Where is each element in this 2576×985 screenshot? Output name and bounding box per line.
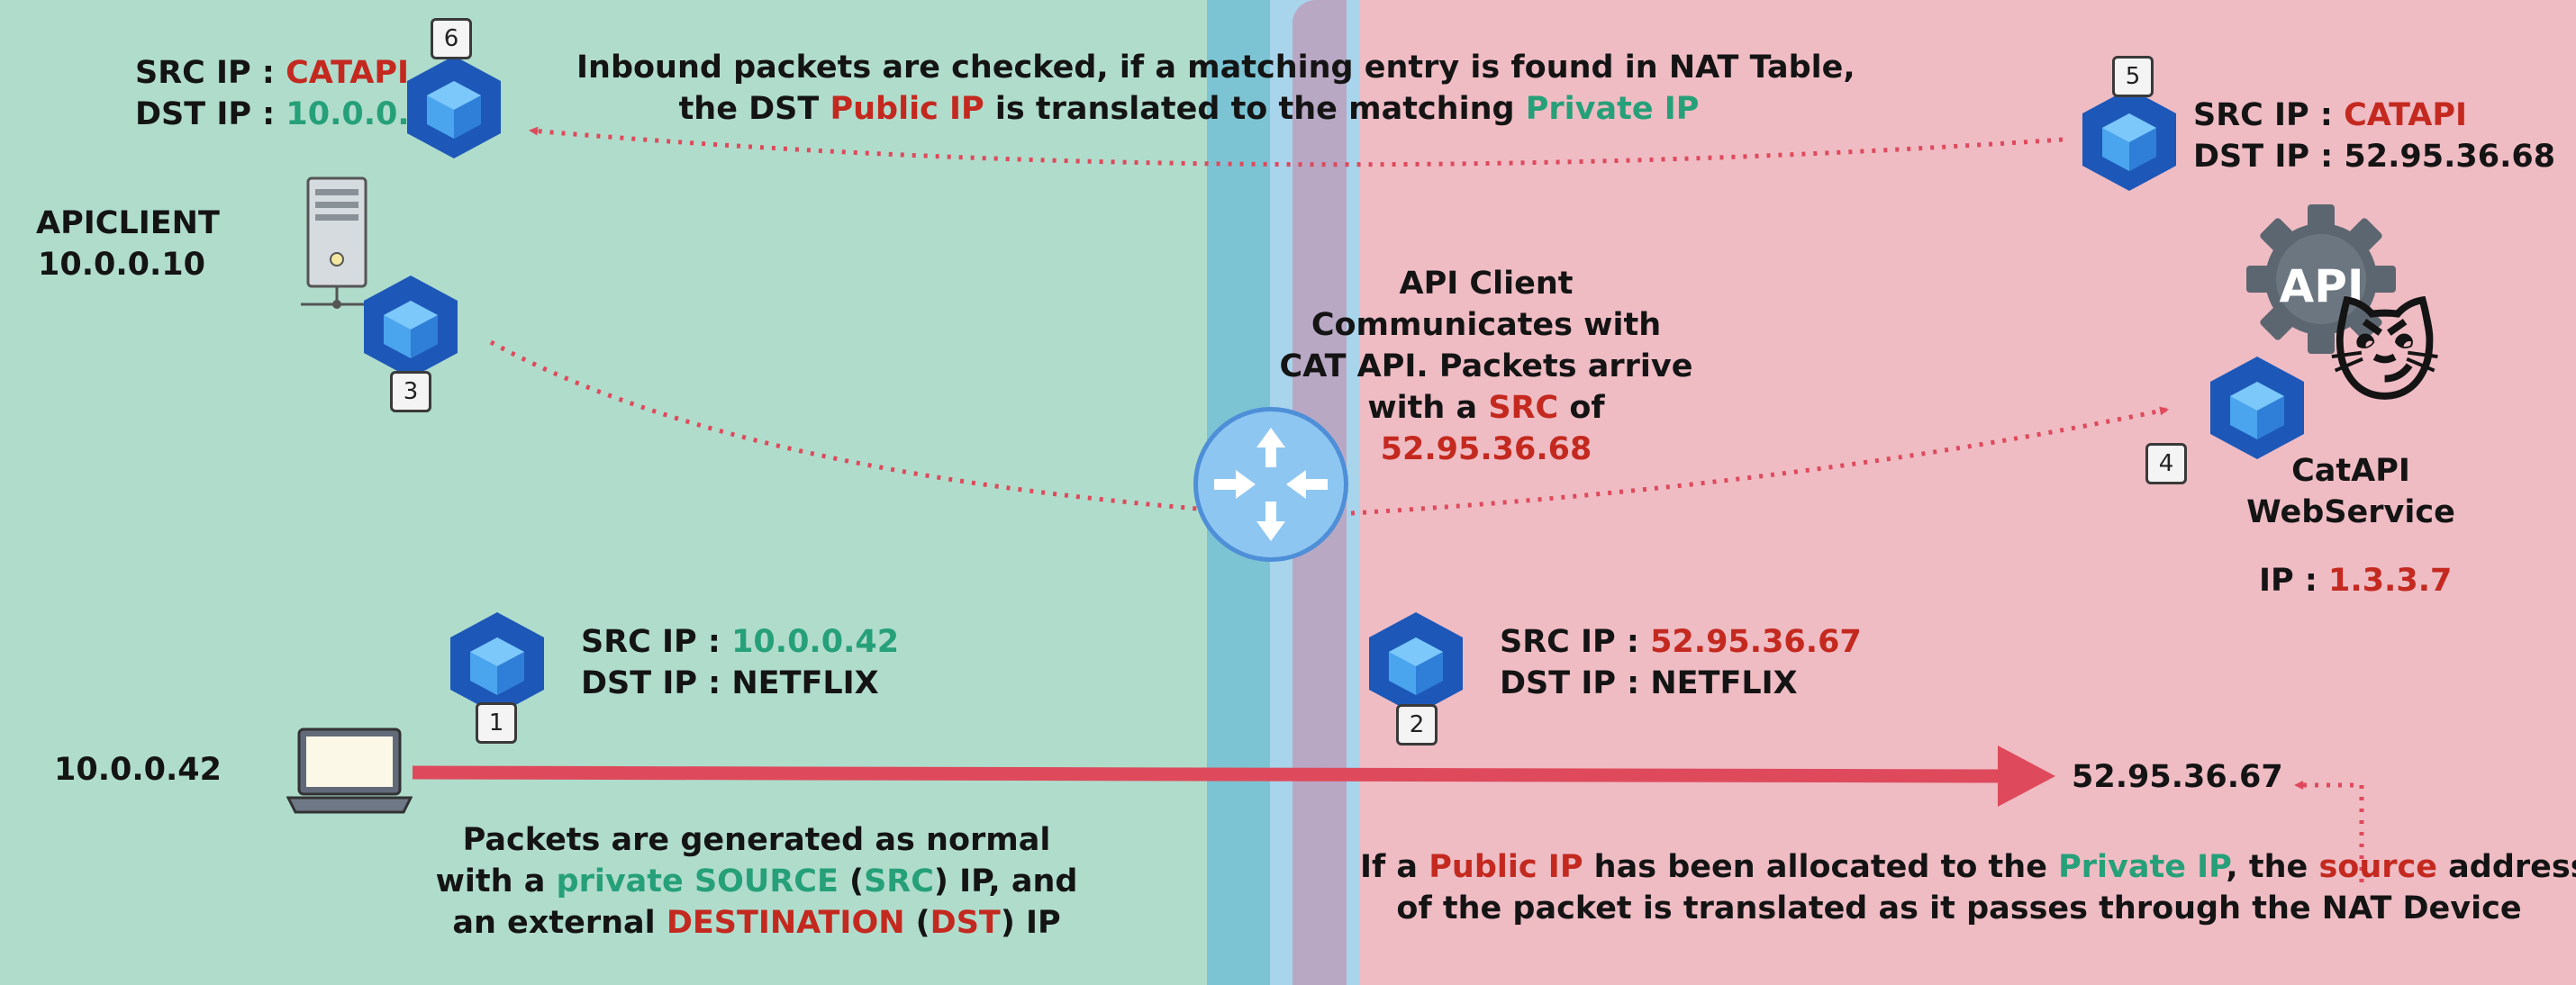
apiclient-name: APICLIENT (36, 205, 220, 241)
catapi-ip: IP : 1.3.3.7 (2259, 563, 2453, 599)
client-to-router-link (489, 339, 1199, 511)
outbound-caption: Packets are generated as normal with a p… (435, 822, 1078, 941)
packet5-badge: 5 (2112, 56, 2154, 97)
packet6-cube-icon (407, 56, 501, 158)
packet4-cube-icon (2210, 357, 2304, 459)
private-network-zone (0, 0, 1243, 985)
catapi-service-label: CatAPI WebService (2246, 453, 2455, 530)
packet1-headers: SRC IP : 10.0.0.42 DST IP : NETFLIX (581, 624, 900, 701)
packet2-headers: SRC IP : 52.95.36.67 DST IP : NETFLIX (1500, 624, 1862, 701)
inbound-title-line2: the DST Public IP is translated to the m… (678, 91, 1700, 127)
translation-note-arrow (2294, 781, 2364, 882)
packet5-cube-icon (2082, 88, 2176, 191)
packet1-badge: 1 (476, 702, 517, 744)
api-gear-icon (2246, 204, 2396, 354)
packet6-badge: 6 (431, 18, 472, 59)
api-gear-label: API (2279, 260, 2364, 312)
packet2-badge: 2 (1396, 704, 1438, 746)
api-client-description: API Client Communicates with CAT API. Pa… (1279, 266, 1693, 467)
laptop-ip: 10.0.0.42 (54, 752, 222, 788)
packet1-cube-icon (450, 612, 544, 715)
translation-caption: If a Public IP has been allocated to the… (1360, 849, 2576, 926)
packet5-headers: SRC IP : CATAPI DST IP : 52.95.36.68 (2193, 97, 2556, 175)
packet3-cube-icon (364, 276, 458, 378)
apiclient-label: APICLIENT 10.0.0.10 (36, 203, 220, 285)
server-icon (301, 176, 380, 309)
apiclient-ip: 10.0.0.10 (37, 247, 205, 283)
public-ip-label: 52.95.36.67 (2072, 759, 2283, 795)
inbound-return-arrow (529, 126, 2064, 167)
router-to-catapi-arrow (1350, 406, 2169, 516)
packet2-cube-icon (1369, 612, 1463, 715)
inbound-title: Inbound packets are checked, if a matchi… (576, 47, 1855, 130)
packet3-badge: 3 (390, 371, 431, 412)
outbound-arrowhead (1998, 746, 2055, 807)
cat-face-icon: 😼 (2328, 293, 2442, 418)
packet4-badge: 4 (2145, 443, 2187, 484)
outbound-translation-arrow (412, 765, 2009, 783)
inbound-title-line1: Inbound packets are checked, if a matchi… (576, 50, 1855, 86)
nat-router-icon (1193, 407, 1348, 562)
laptop-icon (286, 727, 413, 814)
